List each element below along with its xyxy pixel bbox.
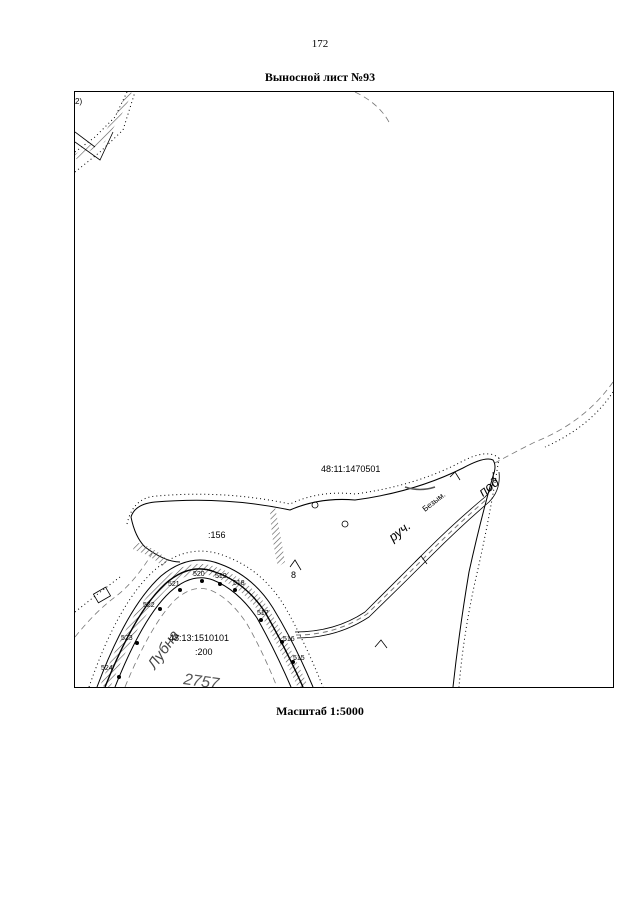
point-label-515: 515 — [293, 655, 305, 662]
point-label-524: 524 — [101, 665, 113, 672]
label-partial-edge: 2) — [75, 97, 82, 106]
label-parcel-156: :156 — [208, 530, 226, 540]
label-parcel-8: 8 — [291, 570, 296, 580]
hatched-slope-3 — [404, 486, 436, 491]
label-quarter: 48:13:1510101 — [169, 633, 229, 643]
point-label-522: 522 — [143, 602, 155, 609]
dashed-boundary-top — [354, 92, 391, 125]
scale-label: Масштаб 1:5000 — [276, 704, 364, 718]
small-building — [92, 586, 112, 604]
survey-point — [178, 588, 182, 592]
survey-point — [233, 588, 237, 592]
point-label-517: 517 — [257, 610, 269, 617]
cadastral-map: 2) руч. Безым. под — [75, 92, 613, 687]
label-parcel-main: 48:11:1470501 — [321, 464, 380, 474]
page-number: 172 — [311, 38, 329, 50]
survey-point — [117, 675, 121, 679]
label-road-number: 2757 — [181, 671, 221, 687]
survey-point — [291, 660, 295, 664]
point-label-516: 516 — [283, 636, 295, 643]
sheet-title: Выносной лист №93 — [264, 70, 376, 84]
top-left-road: 2) — [75, 92, 136, 173]
survey-point — [218, 582, 222, 586]
terrain-symbols — [289, 471, 461, 649]
map-frame[interactable]: 2) руч. Безым. под — [74, 91, 614, 688]
label-stream-bezym: Безым. — [421, 490, 448, 514]
point-label-518: 518 — [233, 580, 245, 587]
point-label-519: 519 — [215, 573, 227, 580]
label-parcel-200: :200 — [195, 647, 213, 657]
survey-point — [200, 579, 204, 583]
dashed-boundary-left — [75, 551, 154, 638]
stream: руч. Безым. под — [294, 471, 502, 639]
dotted-boundary-right — [544, 391, 613, 448]
survey-point — [158, 607, 162, 611]
survey-point — [280, 640, 284, 644]
survey-point — [135, 641, 139, 645]
dashed-boundary-right — [492, 381, 613, 465]
point-label-521: 521 — [168, 581, 180, 588]
road-arc: Лубна 2757 — [88, 550, 324, 687]
label-stream-pod: под — [476, 474, 502, 499]
point-label-523: 523 — [121, 635, 133, 642]
hatched-slope-1 — [270, 507, 285, 567]
point-label-520: 520 — [193, 571, 205, 578]
survey-point — [259, 618, 263, 622]
dotted-boundary-left — [75, 576, 121, 613]
label-stream-ruch: руч. — [385, 518, 414, 545]
survey-points: 524 523 522 521 520 519 518 517 516 515 — [101, 571, 305, 679]
